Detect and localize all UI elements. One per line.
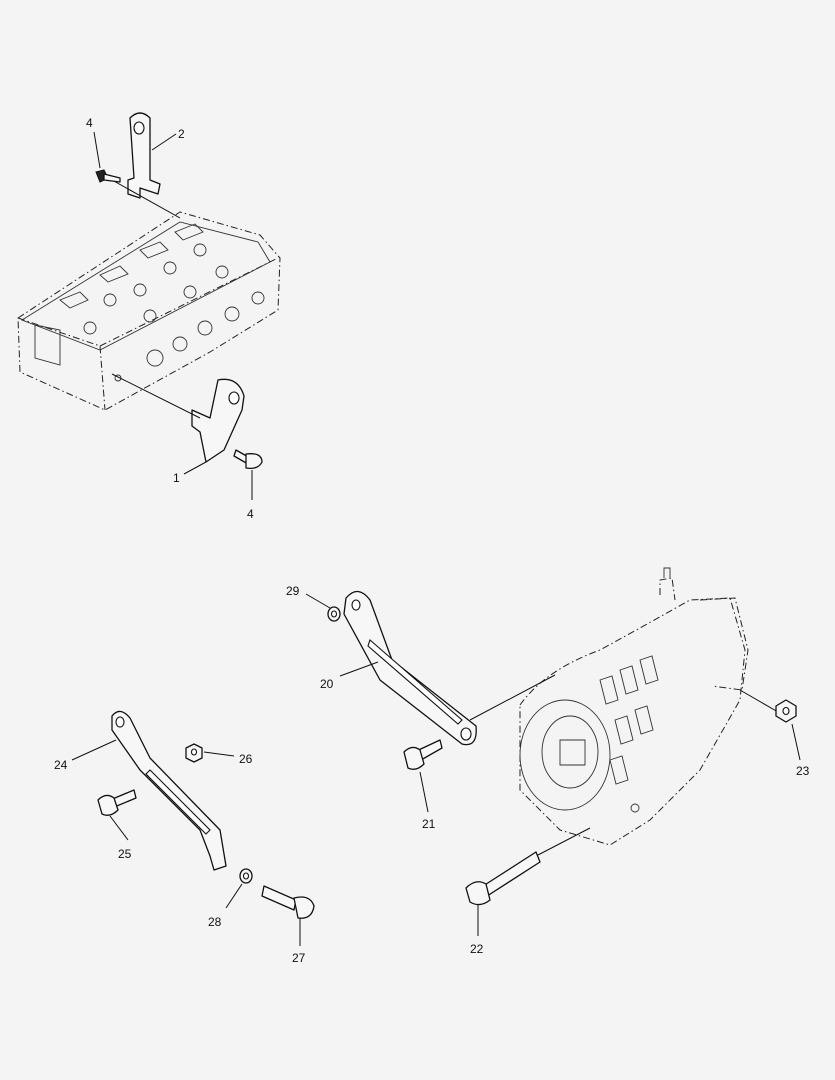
callout-20: 20 <box>320 677 334 691</box>
callout-28: 28 <box>208 915 222 929</box>
washer-28 <box>239 868 253 884</box>
callout-29: 29 <box>286 584 300 598</box>
bolt-4-top <box>95 169 121 183</box>
nut-26 <box>185 743 203 763</box>
bolt-27 <box>261 885 315 919</box>
bolt-21 <box>403 739 443 770</box>
bracket-20 <box>343 590 477 746</box>
bolt-25 <box>97 789 137 816</box>
callout-2: 2 <box>178 127 185 141</box>
nut-23 <box>775 699 797 723</box>
callout-22: 22 <box>470 942 484 956</box>
alternator-phantom <box>519 567 749 846</box>
callout-23: 23 <box>796 764 810 778</box>
callout-24: 24 <box>54 758 68 772</box>
bracket-2 <box>127 112 161 199</box>
callout-4-top: 4 <box>86 116 93 130</box>
bolt-22 <box>465 851 541 906</box>
callout-26: 26 <box>239 752 253 766</box>
cylinder-head-phantom <box>17 211 281 411</box>
bolt-4-bottom <box>233 449 263 470</box>
callout-1: 1 <box>173 471 180 485</box>
callout-4-bottom: 4 <box>247 507 254 521</box>
callout-25: 25 <box>118 847 132 861</box>
callout-27: 27 <box>292 951 306 965</box>
bracket-24 <box>111 710 227 871</box>
washer-29 <box>327 606 341 622</box>
bracket-1 <box>191 378 245 463</box>
callout-21: 21 <box>422 817 436 831</box>
